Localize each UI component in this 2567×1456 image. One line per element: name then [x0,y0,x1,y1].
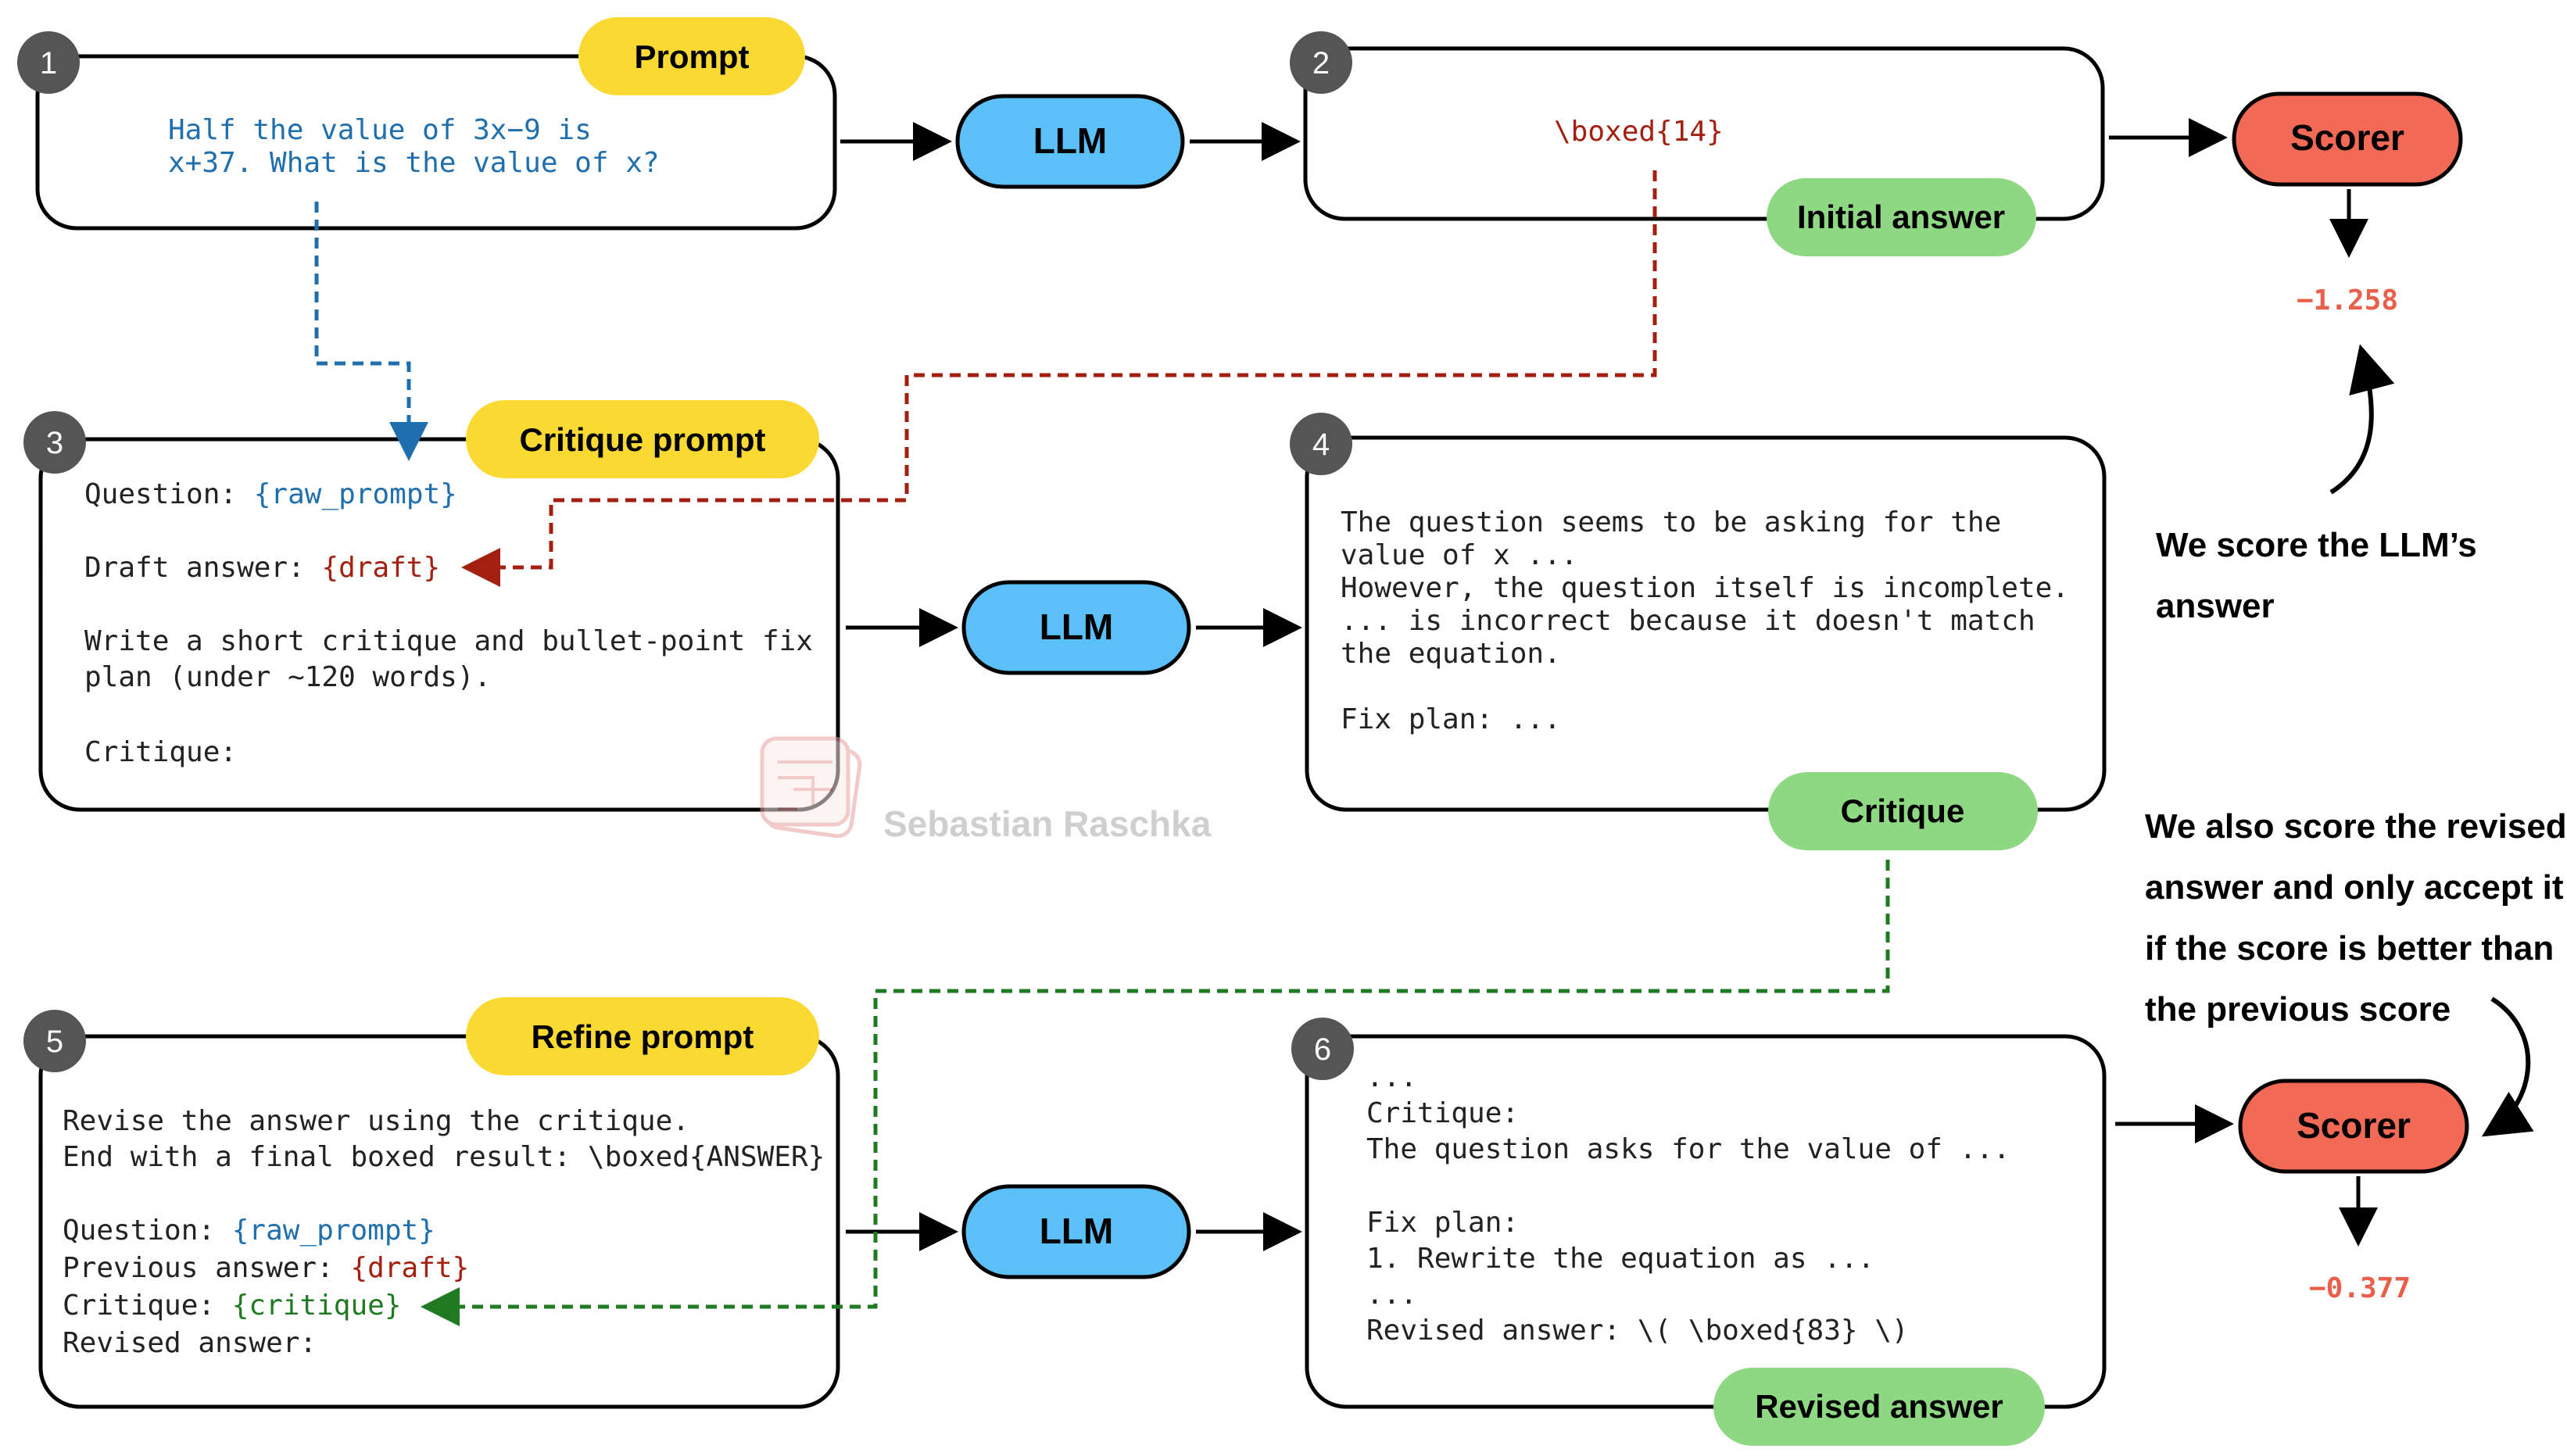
text-prompt-question: Half the value of 3x−9 is x+37. What is … [168,114,660,179]
revised-line-6: ... [1366,1279,1417,1311]
refine-previous-line: Previous answer: {draft} [63,1252,469,1284]
score-initial: −1.258 [2297,284,2398,317]
step-3-critique-prompt-box: Question: {raw_prompt} Draft answer: {dr… [38,437,840,812]
step-6-revised-answer-box: ... Critique: The question asks for the … [1305,1034,2107,1409]
refine-question-var: {raw_prompt} [232,1215,435,1247]
step-4-badge: 4 [1290,413,1352,475]
score-revised: −0.377 [2309,1272,2411,1304]
critique-prompt-question-line: Question: {raw_prompt} [84,478,457,510]
note-2-line-3: if the score is better than [2145,929,2554,968]
llm-1-label: LLM [1033,120,1108,161]
refine-previous-label: Previous answer: [63,1252,350,1284]
critique-line-4: ... is incorrect because it doesn't matc… [1341,605,2035,637]
llm-2-label: LLM [1040,606,1114,647]
note-1-line-1: We score the LLM’s [2156,526,2477,564]
note-1-line-2: answer [2156,587,2275,625]
revised-line-7: Revised answer: \( \boxed{83} \) [1366,1315,1909,1347]
watermark: Sebastian Raschka [760,736,1212,844]
refine-question-line: Question: {raw_prompt} [63,1215,435,1247]
scorer-2-label: Scorer [2297,1105,2411,1146]
curved-arrow-note-1 [2329,344,2395,495]
scorer-1-label: Scorer [2290,117,2404,158]
prompt-pill-label: Prompt [635,38,750,75]
refine-revised-label: Revised answer: [63,1327,317,1359]
critique-prompt-draft-line: Draft answer: {draft} [84,552,440,584]
note-2-line-1: We also score the revised [2145,807,2567,846]
badge-3-number: 3 [46,426,63,460]
step-3-badge: 3 [23,411,86,474]
flow-arrows [840,118,2378,1251]
critique-instruction-1: Write a short critique and bullet-point … [84,625,813,657]
badge-1-number: 1 [40,46,57,80]
llm-node-2: LLM [961,580,1191,675]
step-1-prompt-box: Half the value of 3x−9 is x+37. What is … [35,54,837,231]
scorer-node-2: Scorer [2238,1079,2469,1174]
step-1-badge: 1 [17,31,80,94]
refine-prompt-pill: Refine prompt [466,997,819,1075]
step-4-critique-box: The question seems to be asking for the … [1305,435,2107,812]
llm-node-1: LLM [955,94,1185,189]
revised-line-5: 1. Rewrite the equation as ... [1366,1243,1874,1275]
prompt-pill: Prompt [578,17,805,95]
llm-3-label: LLM [1040,1211,1114,1251]
draft-label: Draft answer: [84,552,321,584]
scorer-node-1: Scorer [2232,91,2463,187]
revised-answer-pill: Revised answer [1713,1368,2045,1446]
dashed-arrow-answer-to-draft [461,170,1657,587]
critique-pill-label: Critique [1841,792,1965,829]
watermark-text: Sebastian Raschka [883,803,1212,844]
revised-line-3: The question asks for the value of ... [1366,1133,2010,1165]
question-label: Question: [84,478,254,510]
draft-var: {draft} [321,552,440,584]
refine-question-label: Question: [63,1215,232,1247]
step-6-badge: 6 [1291,1018,1354,1080]
curved-arrow-note-2 [2481,996,2534,1137]
refine-previous-var: {draft} [350,1252,469,1284]
llm-node-3: LLM [961,1184,1191,1279]
question-var: {raw_prompt} [254,478,457,510]
badge-5-number: 5 [46,1025,63,1059]
critique-prompt-pill: Critique prompt [466,400,819,478]
critique-instruction-2: plan (under ~120 words). [84,661,491,693]
refine-prompt-pill-label: Refine prompt [532,1018,754,1055]
note-2-line-4: the previous score [2145,990,2451,1029]
critique-prompt-pill-label: Critique prompt [520,421,766,458]
critique-line-3: However, the question itself is incomple… [1341,572,2069,604]
step-2-initial-answer-box: \boxed{14} [1303,46,2105,221]
refine-critique-line: Critique: {critique} [63,1290,402,1322]
initial-answer-text: \boxed{14} [1554,116,1724,148]
critique-line-2: value of x ... [1341,539,1577,571]
step-2-badge: 2 [1290,31,1352,94]
note-2-line-2: answer and only accept it [2145,868,2564,907]
step-5-badge: 5 [23,1010,86,1072]
critique-pill: Critique [1768,772,2038,850]
dashed-arrow-critique-to-critique-var [421,860,1890,1326]
step-5-refine-prompt-box: Revise the answer using the critique. En… [38,1034,840,1409]
dashed-arrow-prompt-to-raw-prompt [314,202,428,461]
initial-answer-pill: Initial answer [1767,178,2036,256]
revised-answer-pill-label: Revised answer [1755,1388,2003,1425]
initial-answer-pill-label: Initial answer [1797,199,2005,235]
revised-line-4: Fix plan: [1366,1207,1519,1239]
refine-line-2: End with a final boxed result: \boxed{AN… [63,1141,825,1173]
badge-6-number: 6 [1314,1032,1331,1067]
critique-line-1: The question seems to be asking for the [1341,506,2001,538]
prompt-line-1: Half the value of 3x−9 is [168,114,592,146]
revised-line-2: Critique: [1366,1097,1519,1129]
badge-2-number: 2 [1312,46,1330,80]
refine-critique-var: {critique} [232,1290,402,1322]
critique-label: Critique: [84,736,237,768]
badge-4-number: 4 [1312,427,1330,462]
refine-critique-label: Critique: [63,1290,232,1322]
revised-line-1: ... [1366,1061,1417,1093]
critique-line-6: Fix plan: ... [1341,703,1561,735]
critique-line-5: the equation. [1341,638,1561,670]
watermark-logo-icon [760,736,862,839]
refine-line-1: Revise the answer using the critique. [63,1105,689,1137]
prompt-line-2: x+37. What is the value of x? [168,147,660,179]
